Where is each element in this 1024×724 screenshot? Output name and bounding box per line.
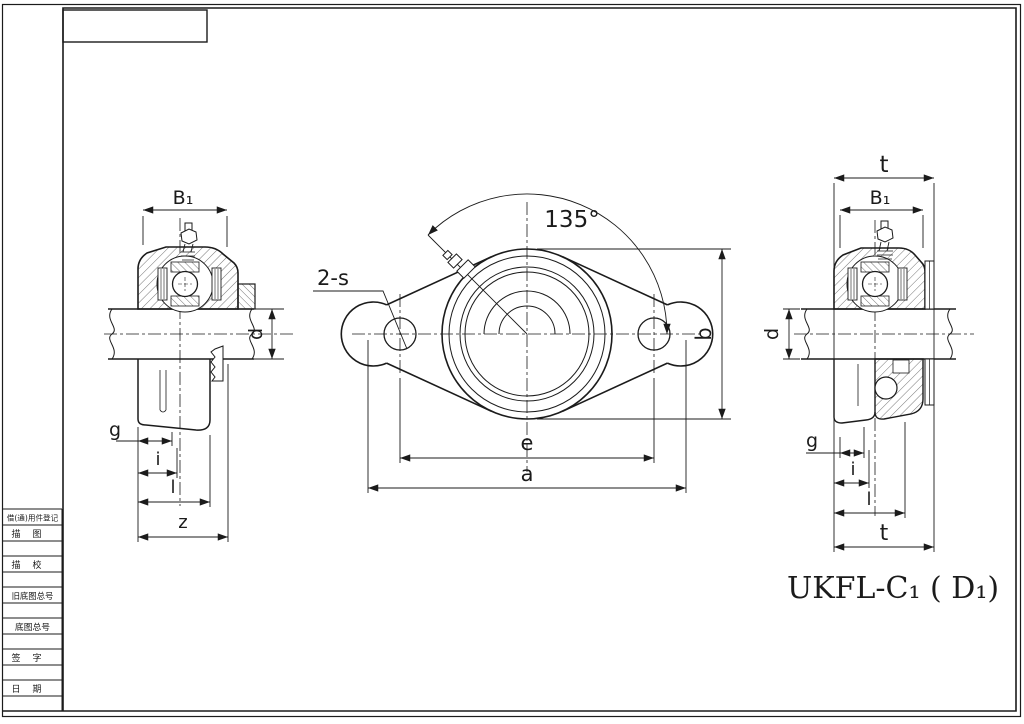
sheet-border	[1, 3, 1022, 718]
dim-label-g-left: g	[109, 419, 121, 441]
left-view-lock-washer	[210, 345, 224, 382]
dim-i-right: i	[834, 450, 870, 488]
dim-g-left: g	[109, 419, 173, 542]
flange-lobe-right	[667, 301, 714, 367]
dim-label-i-right: i	[850, 459, 855, 480]
dim-a: a	[367, 340, 687, 493]
shaft-break-left	[804, 308, 810, 360]
title-block-label-old-master-no: 旧底图总号	[12, 591, 54, 601]
left-view-ring-section-top	[170, 261, 200, 273]
dim-b1-right: B₁	[839, 187, 924, 248]
title-block: 借(通)用件登记 描图 描校 旧底图总号 底图总号 签字 日期	[3, 508, 63, 711]
bolt-hole-left	[383, 317, 417, 351]
right-view-ring-section-bottom	[860, 295, 890, 307]
dim-label-b1-right: B₁	[870, 187, 891, 209]
ball-centermark	[868, 277, 882, 291]
right-view-seal-left	[847, 267, 858, 301]
shaft-break-right	[947, 308, 953, 360]
right-view-seal-right	[897, 267, 908, 301]
dim-label-i-left: i	[155, 449, 160, 470]
dim-d-right: d	[761, 308, 800, 360]
dim-label-t-bottom: t	[880, 521, 889, 546]
ball-centermark	[178, 277, 192, 291]
angle-arc	[427, 193, 671, 335]
holes-callout: 2-s	[313, 266, 408, 350]
dim-label-g-right: g	[806, 430, 818, 452]
left-view-ring-section-bottom	[170, 295, 200, 307]
dim-i-left: i	[138, 448, 178, 478]
right-view-dimensions: t B₁ d g i l t	[761, 152, 935, 552]
right-view-seal-groove	[892, 359, 910, 374]
title-block-label-tracing: 描图	[11, 528, 53, 540]
dim-label-d-right: d	[761, 328, 783, 340]
drawing-frame	[2, 7, 1017, 712]
flange-lobe-left	[340, 301, 387, 367]
dim-label-holes: 2-s	[317, 266, 349, 290]
center-view-dimensions: e a b	[367, 248, 731, 493]
dim-label-t-top: t	[879, 152, 888, 178]
dim-label-e: e	[521, 431, 534, 455]
right-view-grease-fitting	[876, 220, 894, 260]
dim-label-d-left: d	[245, 328, 267, 340]
left-view-seal-right	[211, 267, 222, 301]
left-view-flange-leg	[137, 359, 211, 431]
dim-l-left: l	[138, 435, 211, 507]
dim-l-right: l	[834, 422, 906, 518]
dim-b1-left: B₁	[142, 187, 228, 247]
dim-label-a: a	[521, 462, 534, 486]
dim-label-angle: 135°	[544, 207, 599, 233]
dim-label-b: b	[692, 327, 716, 340]
part-designation: UKFL-C₁ ( D₁)	[787, 571, 999, 606]
shaft-break-right	[249, 308, 255, 360]
dim-label-z-left: z	[178, 512, 187, 533]
title-block-label-borrowed: 借(通)用件登记	[7, 513, 59, 523]
dim-d-left: d	[245, 308, 284, 360]
title-block-label-trace-check: 描校	[11, 559, 53, 571]
left-view	[104, 218, 296, 506]
right-view	[794, 220, 974, 516]
dim-t-top: t	[833, 152, 935, 552]
title-block-label-date: 日期	[11, 684, 53, 695]
left-view-dimensions: B₁ d g i l z	[109, 187, 284, 542]
dim-z-left: z	[138, 364, 229, 542]
dim-g-right: g	[806, 427, 865, 458]
right-view-ring-section-top	[860, 261, 890, 273]
right-view-lower-section	[874, 358, 924, 420]
title-block-label-signature: 签字	[11, 652, 53, 664]
left-view-flange-slot	[159, 370, 167, 413]
right-view-lower-ball	[874, 376, 898, 400]
left-view-seal-left	[157, 267, 168, 301]
left-view-grease-fitting	[180, 222, 198, 261]
dim-t-bottom: t	[834, 521, 934, 551]
center-view: 135° 2-s	[313, 193, 714, 472]
dim-label-l-right: l	[866, 489, 871, 510]
dim-e: e	[399, 378, 655, 463]
dim-b: b	[537, 248, 731, 420]
shaft-break-left	[109, 308, 115, 360]
title-block-grid	[3, 508, 63, 711]
dim-label-l-left: l	[170, 477, 175, 498]
dim-label-b1-left: B₁	[173, 187, 194, 209]
left-view-locking-collar	[237, 283, 256, 310]
title-block-label-master-no: 底图总号	[15, 621, 50, 633]
revision-box	[62, 9, 208, 43]
